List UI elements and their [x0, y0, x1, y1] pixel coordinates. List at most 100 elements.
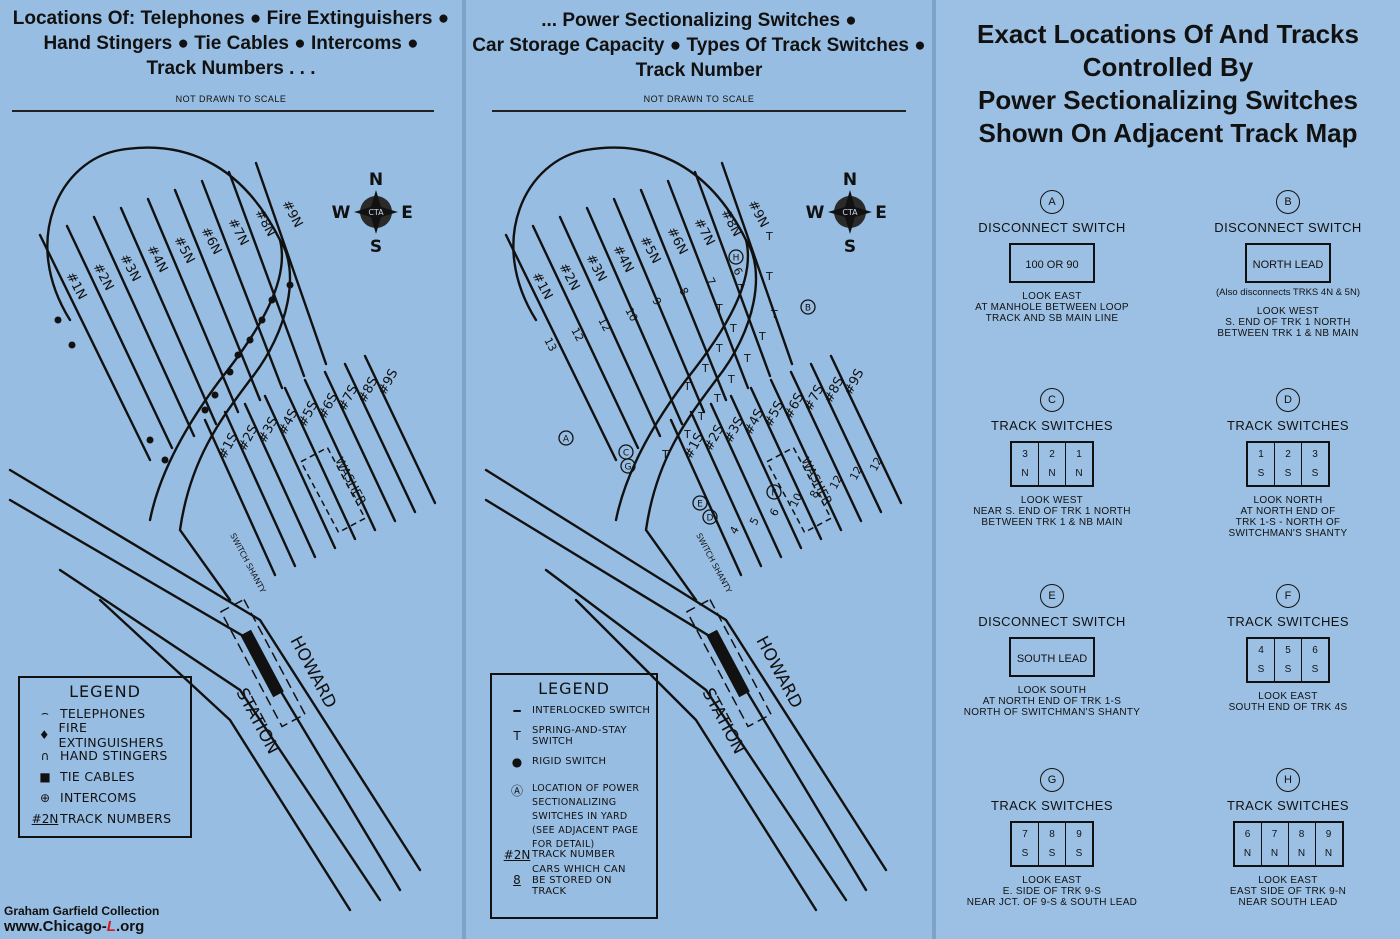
spring-switch-mark: T	[743, 352, 751, 365]
north-yard-track	[65, 224, 174, 450]
left-legend-item: ■TIE CABLES	[30, 766, 190, 787]
car-capacity-n: 12	[568, 325, 586, 343]
switch-id-circle: G	[1040, 768, 1064, 792]
power-switch-marker-label: B	[805, 304, 811, 314]
compass-n: N	[843, 170, 857, 190]
switch-note-line: NORTH OF SWITCHMAN'S SHANTY	[963, 707, 1141, 718]
power-switch-marker-icon: Ⓐ	[510, 784, 523, 798]
compass-s: S	[370, 237, 382, 257]
mid-not-to-scale: NOT DRAWN TO SCALE	[643, 94, 755, 104]
south-yard-track	[809, 362, 883, 514]
switch-cell-dir: S	[1311, 664, 1319, 675]
south-yard-track	[749, 386, 823, 541]
switch-cell-num: 7	[1022, 829, 1028, 840]
spring-switch-mark: T	[713, 392, 721, 405]
south-yard-track	[323, 370, 397, 523]
switch-note-line: S. END OF TRK 1 NORTH	[1225, 317, 1351, 328]
compass-w: W	[332, 203, 351, 223]
rigid-switch-dot	[258, 316, 266, 324]
left-legend-item: ⌢TELEPHONES	[30, 703, 190, 724]
compass-star-icon	[828, 190, 872, 234]
credit-url-l: L	[106, 918, 116, 935]
panel-right: Exact Locations Of And Tracks Controlled…	[936, 0, 1400, 939]
fold-line-1	[462, 0, 466, 939]
mid-shanty-label: SWITCH SHANTY	[694, 532, 733, 595]
switch-cell-num: 7	[1271, 829, 1278, 840]
north-yard-track	[720, 161, 794, 366]
switch-cell-num: 2	[1049, 449, 1055, 460]
left-not-to-scale: NOT DRAWN TO SCALE	[175, 94, 287, 104]
left-legend-item: ♦FIRE EXTINGUISHERS	[30, 720, 190, 750]
rigid-switch-dot	[246, 336, 254, 344]
switch-cell-num: 2	[1285, 449, 1291, 460]
switch-pre-note: (Also disconnects TRKS 4N & 5N)	[1216, 287, 1360, 298]
power-switch-marker-label: H	[733, 254, 740, 264]
north-yard-track	[531, 224, 640, 450]
car-capacity-n: 12	[595, 315, 613, 333]
switch-note-line: LOOK WEST	[1256, 306, 1320, 317]
switch-box: NORTH LEAD	[1245, 243, 1331, 283]
mid-legend-label: SPRING-AND-STAY SWITCH	[532, 725, 627, 747]
right-title-line: Controlled By	[1082, 52, 1254, 82]
switch-cell-num: 8	[1049, 829, 1055, 840]
left-washer-box	[299, 446, 367, 534]
switch-cell-dir: S	[1257, 664, 1265, 675]
compass-center: CTA	[368, 208, 384, 217]
track-number-n: #1N	[528, 270, 555, 303]
left-legend-item: ∩HAND STINGERS	[30, 745, 190, 766]
right-title-line: Shown On Adjacent Track Map	[978, 118, 1358, 148]
south-yard-track	[363, 354, 437, 505]
left-header-line-3: Track Numbers . . .	[146, 58, 316, 79]
switch-note-line: SOUTH END OF TRK 4S	[1228, 702, 1348, 713]
north-yard-track	[585, 206, 684, 426]
switch-name: TRACK SWITCHES	[1227, 418, 1349, 433]
switch-cell-dir: N	[1048, 468, 1056, 479]
north-yard-track	[254, 161, 328, 366]
switch-note-line: LOOK WEST	[1020, 495, 1084, 506]
switch-cell-num: 4	[1258, 645, 1264, 656]
mid-platform-outline	[685, 598, 773, 728]
track-number-sample: #2N	[503, 847, 531, 862]
switch-note-line: BETWEEN TRK 1 & NB MAIN	[1217, 328, 1359, 339]
car-capacity-n: 9	[649, 295, 664, 307]
south-yard-track	[729, 394, 803, 550]
left-station-bar	[240, 629, 284, 698]
switch-name: TRACK SWITCHES	[991, 418, 1113, 433]
power-switch-marker: C	[618, 444, 634, 460]
switch-name: DISCONNECT SWITCH	[978, 614, 1126, 629]
rigid-switch-dot	[68, 341, 76, 349]
left-shanty-label: SWITCH SHANTY	[228, 532, 267, 595]
switch-note-line: TRK 1-S - NORTH OF	[1235, 517, 1341, 528]
south-yard-track	[283, 386, 357, 541]
north-yard-track	[200, 179, 284, 390]
right-title-line: Power Sectionalizing Switches	[978, 85, 1358, 115]
car-capacity-s: 12	[847, 464, 865, 482]
rigid-switch-dot	[234, 351, 242, 359]
switch-box: SOUTH LEAD	[1009, 637, 1095, 677]
mid-header-line-1: ... Power Sectionalizing Switches ●	[541, 10, 857, 31]
switch-id-circle: B	[1276, 190, 1300, 214]
power-switch-marker: A	[558, 430, 574, 446]
right-title-line: Exact Locations Of And Tracks	[977, 19, 1359, 49]
